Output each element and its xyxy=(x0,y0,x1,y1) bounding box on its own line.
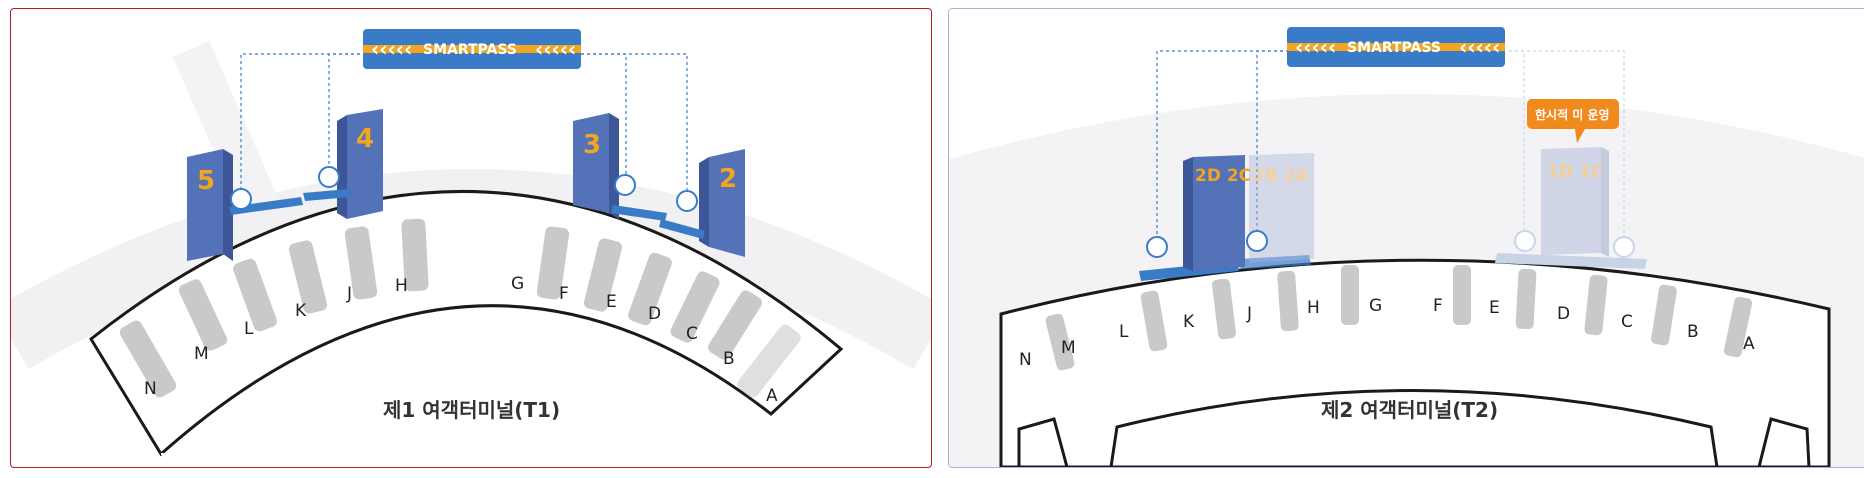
gate-pad-a xyxy=(737,324,801,398)
t2-concourse-outline xyxy=(999,258,1831,467)
gate-label-f: F xyxy=(559,284,569,304)
gate-label-k: K xyxy=(1183,312,1195,332)
gate-pad-n xyxy=(1045,313,1075,371)
gate-label-g: G xyxy=(511,274,524,294)
t1-gate-pads xyxy=(119,218,801,398)
walking-person-icon xyxy=(230,188,252,210)
pillar-number: 3 xyxy=(583,130,601,160)
chevron-left-icon: ‹‹‹‹‹ xyxy=(371,37,412,61)
t2-terminal-title: 제2 여객터미널(T2) xyxy=(1321,398,1498,422)
gate-label-j: J xyxy=(346,284,352,304)
t2-left-wing xyxy=(1017,417,1069,467)
gate-pad-h xyxy=(1341,265,1359,325)
t2-smartpass-banner: ‹‹‹‹‹ SMARTPASS ‹‹‹‹‹ xyxy=(1287,27,1505,67)
gate-label-j: J xyxy=(1246,304,1252,324)
chevron-left-icon: ‹‹‹‹‹ xyxy=(1295,35,1336,59)
gate-label-d: D xyxy=(1557,304,1570,324)
gate-label-d: D xyxy=(648,304,661,324)
pillar-number: 4 xyxy=(356,124,374,154)
gate-label-b: B xyxy=(723,349,735,369)
walking-person-icon xyxy=(1613,236,1635,258)
gate-pad-l xyxy=(1140,290,1168,352)
pillar-number: 2 xyxy=(719,164,737,194)
t2-smartpass-markers xyxy=(1146,230,1635,258)
pillar-number: 2D 2C xyxy=(1195,166,1251,186)
walking-person-icon xyxy=(1146,236,1168,258)
t1-pillar-5: 5 xyxy=(187,149,233,261)
pillar-number: 1D 1C xyxy=(1547,162,1603,182)
walking-person-icon xyxy=(318,166,340,188)
t2-gate-pads xyxy=(1045,265,1753,371)
t1-pillar-4: 4 xyxy=(337,109,383,219)
walking-person-icon xyxy=(1246,230,1268,252)
gate-label-a: A xyxy=(766,386,778,406)
gate-pad-k xyxy=(1211,278,1237,340)
chevron-right-icon: ‹‹‹‹‹ xyxy=(1459,35,1500,59)
gate-pad-n xyxy=(119,320,177,398)
notice-text: 한시적 미 운영 xyxy=(1535,107,1610,122)
t2-closed-notice: 한시적 미 운영 xyxy=(1527,99,1619,143)
background-stripe xyxy=(172,40,280,218)
t1-map-panel: N M L K J H G F E D C B A ‹‹‹‹‹ SMARTPAS… xyxy=(10,8,932,468)
gate-pad-c xyxy=(670,271,720,343)
gate-label-c: C xyxy=(686,324,698,344)
gate-label-g: G xyxy=(1369,296,1382,316)
gate-pad-j xyxy=(1277,270,1299,332)
t2-right-wing xyxy=(1757,417,1811,467)
t2-connector-lines xyxy=(1156,50,1625,249)
t2-map-panel: N M L K J H G F E D C B A ‹‹‹‹‹ SMARTPAS… xyxy=(948,8,1864,468)
t1-smartpass-markers xyxy=(230,166,698,212)
gate-pad-e xyxy=(1515,268,1537,330)
gate-label-b: B xyxy=(1687,322,1699,342)
t1-map-canvas: N M L K J H G F E D C B A ‹‹‹‹‹ SMARTPAS… xyxy=(11,29,931,457)
gate-label-e: E xyxy=(1489,298,1500,318)
gate-pad-k xyxy=(288,240,328,314)
gate-label-l: L xyxy=(1119,322,1129,342)
gate-label-m: M xyxy=(194,344,209,364)
smartpass-logo: SMARTPASS xyxy=(423,42,517,58)
gate-label-l: L xyxy=(244,319,254,339)
gate-label-c: C xyxy=(1621,312,1633,332)
walking-person-icon xyxy=(676,190,698,212)
gate-label-m: M xyxy=(1061,338,1076,358)
t1-smartpass-banner: ‹‹‹‹‹ SMARTPASS ‹‹‹‹‹ xyxy=(363,29,581,69)
t2-pillar-2d-2c: 2D 2C xyxy=(1183,155,1251,271)
gate-label-n: N xyxy=(144,379,157,399)
gate-label-h: H xyxy=(395,276,408,296)
smartpass-logo: SMARTPASS xyxy=(1347,40,1441,56)
t2-map-canvas: N M L K J H G F E D C B A ‹‹‹‹‹ SMARTPAS… xyxy=(949,9,1864,467)
t1-pillar-2: 2 xyxy=(699,149,745,257)
t2-pillar-1d-1c: 1D 1C xyxy=(1541,147,1609,257)
gate-pad-a xyxy=(1723,296,1753,358)
gate-pad-e xyxy=(583,238,623,312)
gate-pad-l xyxy=(233,258,277,332)
t1-boarding-mats xyxy=(229,189,705,239)
chevron-right-icon: ‹‹‹‹‹ xyxy=(535,37,576,61)
gate-pad-f xyxy=(1453,265,1471,325)
gate-pad-c xyxy=(1651,284,1677,346)
gate-pad-d xyxy=(1584,274,1608,336)
gate-label-h: H xyxy=(1307,298,1320,318)
gate-pad-m xyxy=(178,279,228,351)
t1-terminal-title: 제1 여객터미널(T1) xyxy=(383,398,560,422)
gate-label-f: F xyxy=(1433,296,1443,316)
gate-pad-h xyxy=(401,218,429,292)
gate-pad-j xyxy=(344,226,378,300)
gate-label-k: K xyxy=(295,301,307,321)
pillar-number: 2B 2A xyxy=(1253,166,1310,186)
t1-connector-lines xyxy=(240,53,688,204)
gate-pad-d xyxy=(628,252,672,326)
gate-label-a: A xyxy=(1743,334,1755,354)
t2-inner-arc xyxy=(1109,389,1719,467)
gate-pad-f xyxy=(536,226,570,300)
gate-label-n: N xyxy=(1019,350,1032,370)
gate-pad-b xyxy=(708,290,762,360)
t1-pillar-3: 3 xyxy=(573,113,619,219)
walking-person-icon xyxy=(614,174,636,196)
gate-label-e: E xyxy=(606,292,617,312)
pillar-number: 5 xyxy=(197,166,215,196)
walking-person-icon xyxy=(1514,230,1536,252)
